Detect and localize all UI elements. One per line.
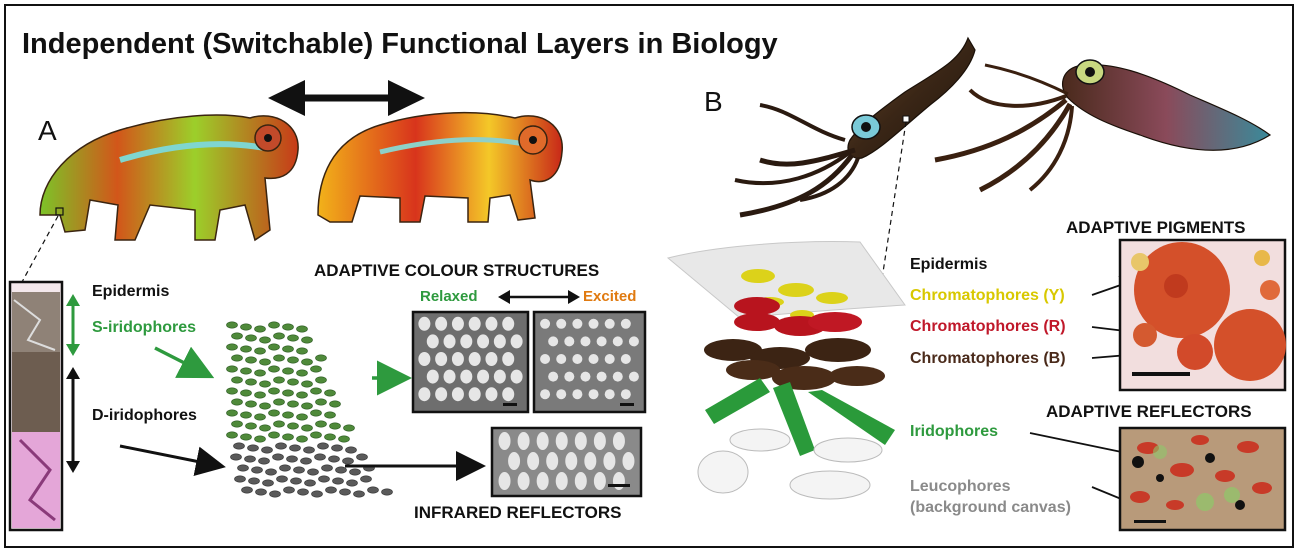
skin-section-image — [8, 280, 64, 532]
d-iridophores-arrow — [119, 444, 226, 477]
d-iridophores-label: D-iridophores — [92, 407, 197, 424]
excited-micrograph-image — [532, 310, 647, 414]
infrared-reflectors-heading: INFRARED REFLECTORS — [414, 503, 622, 522]
panel-a-label: A — [38, 115, 57, 146]
squid-image — [734, 36, 976, 218]
adaptive-pigments-image — [1118, 238, 1287, 392]
d-layer-arrow — [66, 367, 80, 473]
chromatophore-r-layer — [734, 297, 862, 336]
excited-label: Excited — [583, 288, 637, 305]
chromatophores-r-label: Chromatophores (R) — [910, 318, 1066, 335]
adaptive-reflectors-heading: ADAPTIVE REFLECTORS — [1046, 402, 1252, 421]
chameleon-relaxed-image — [39, 114, 299, 242]
nanocrystal-lattice — [226, 321, 393, 498]
relaxed-label: Relaxed — [420, 288, 478, 305]
chromatophore-b-layer — [704, 338, 885, 390]
leucophores-label: Leucophores — [910, 478, 1011, 495]
panel-b-label: B — [704, 86, 723, 117]
adaptive-colour-structures-heading: ADAPTIVE COLOUR STRUCTURES — [314, 261, 600, 280]
background-canvas-label: (background canvas) — [910, 499, 1071, 516]
epidermis-sheet — [666, 241, 906, 319]
infrared-micrograph-image — [490, 426, 643, 498]
figure-frame — [4, 4, 1294, 548]
adaptive-pigments-heading: ADAPTIVE PIGMENTS — [1066, 218, 1246, 237]
iridophores-label: Iridophores — [910, 423, 999, 440]
chromatophores-y-label: Chromatophores (Y) — [910, 287, 1065, 304]
epidermis-label-a: Epidermis — [92, 283, 170, 300]
epidermis-label-b: Epidermis — [910, 256, 988, 273]
chromatophores-b-label: Chromatophores (B) — [910, 350, 1066, 367]
switch-double-arrow — [268, 80, 425, 116]
iridophore-stacks — [705, 378, 895, 456]
s-layer-arrow — [66, 294, 80, 356]
s-iridophores-label: S-iridophores — [92, 319, 197, 336]
relaxed-micrograph-image — [411, 310, 530, 414]
leucophore-layer — [697, 428, 883, 500]
relaxed-excited-arrow — [498, 290, 580, 304]
adaptive-reflectors-image — [1118, 426, 1287, 532]
chameleon-excited-image — [317, 111, 563, 223]
s-iridophores-arrow — [154, 346, 215, 379]
squid-colored-image — [934, 59, 1272, 193]
figure-title: Independent (Switchable) Functional Laye… — [22, 28, 778, 60]
